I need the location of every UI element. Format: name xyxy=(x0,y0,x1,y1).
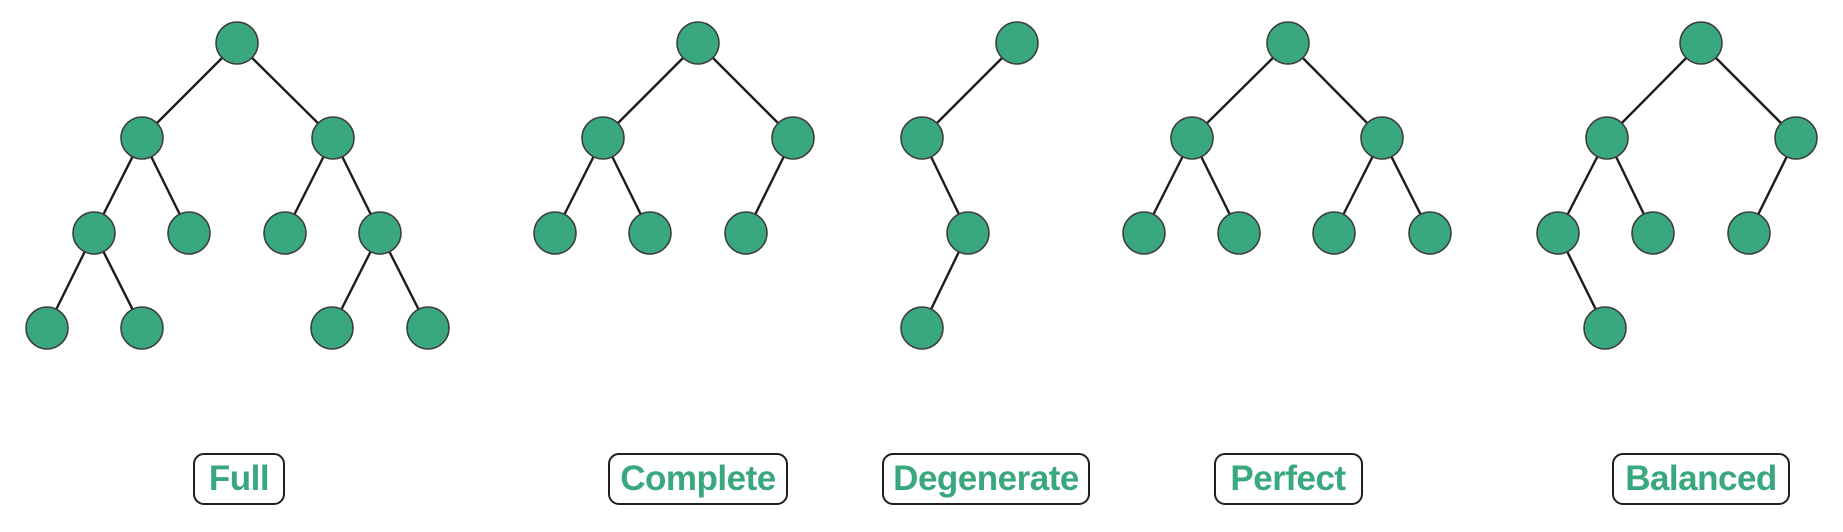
tree-node xyxy=(406,306,450,350)
tree-edge xyxy=(1606,42,1702,139)
tree-node xyxy=(1408,211,1452,255)
tree-node xyxy=(311,116,355,160)
tree-node xyxy=(581,116,625,160)
label-full: Full xyxy=(193,453,285,505)
tree-edge xyxy=(602,42,699,139)
tree-node xyxy=(1266,21,1310,65)
tree-node xyxy=(167,211,211,255)
tree-node xyxy=(900,306,944,350)
tree-edge xyxy=(1287,42,1383,139)
tree-node xyxy=(120,116,164,160)
tree-node xyxy=(1679,21,1723,65)
tree-node xyxy=(1585,116,1629,160)
tree-edge xyxy=(236,42,334,139)
tree-degenerate xyxy=(900,21,1039,350)
tree-node xyxy=(1170,116,1214,160)
tree-node xyxy=(72,211,116,255)
tree-node xyxy=(215,21,259,65)
tree-node xyxy=(900,116,944,160)
tree-edge xyxy=(141,42,238,139)
tree-node xyxy=(676,21,720,65)
label-perfect: Perfect xyxy=(1213,453,1363,505)
tree-node xyxy=(995,21,1039,65)
tree-node xyxy=(263,211,307,255)
label-complete: Complete xyxy=(608,453,788,505)
tree-node xyxy=(1631,211,1675,255)
tree-node xyxy=(358,211,402,255)
tree-node xyxy=(1122,211,1166,255)
tree-node xyxy=(120,306,164,350)
tree-full xyxy=(25,21,450,350)
tree-edge xyxy=(1700,42,1797,139)
tree-node xyxy=(1583,306,1627,350)
tree-node xyxy=(946,211,990,255)
tree-edge xyxy=(921,42,1018,139)
tree-node xyxy=(310,306,354,350)
tree-perfect xyxy=(1122,21,1452,255)
label-balanced: Balanced xyxy=(1612,453,1790,505)
tree-node xyxy=(25,306,69,350)
tree-edge xyxy=(697,42,794,139)
tree-node xyxy=(628,211,672,255)
tree-node xyxy=(771,116,815,160)
tree-complete xyxy=(533,21,815,255)
tree-node xyxy=(1536,211,1580,255)
tree-balanced xyxy=(1536,21,1818,350)
tree-edge xyxy=(1191,42,1289,139)
tree-node xyxy=(1312,211,1356,255)
tree-node xyxy=(1774,116,1818,160)
tree-node xyxy=(1727,211,1771,255)
tree-node xyxy=(724,211,768,255)
tree-node xyxy=(1360,116,1404,160)
label-degenerate: Degenerate xyxy=(882,453,1090,505)
tree-node xyxy=(1217,211,1261,255)
tree-node xyxy=(533,211,577,255)
